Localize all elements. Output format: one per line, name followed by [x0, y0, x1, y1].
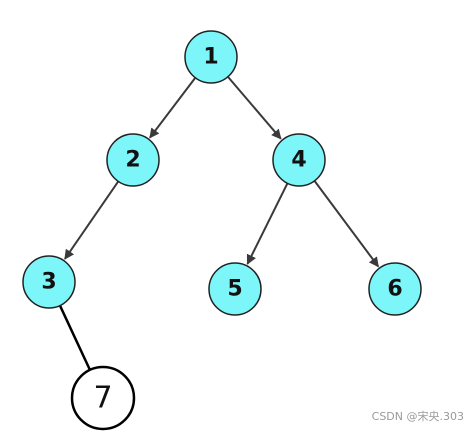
- tree-node-n4: 4: [272, 133, 326, 187]
- node-label: 7: [93, 381, 112, 416]
- edge-n1-n4: [227, 76, 282, 140]
- edge-n2-n3: [64, 180, 120, 260]
- tree-node-n5: 5: [208, 262, 262, 316]
- tree-node-n1: 1: [184, 30, 238, 84]
- node-label: 2: [125, 148, 140, 173]
- node-circle: [208, 262, 262, 316]
- node-circle: [184, 30, 238, 84]
- tree-node-n2: 2: [106, 133, 160, 187]
- node-circle: [272, 133, 326, 187]
- nodes-layer: 1 2 4 3 5 6 7: [22, 30, 422, 431]
- node-label: 3: [41, 270, 56, 295]
- node-label: 5: [227, 277, 242, 302]
- edge-n4-n6: [313, 180, 380, 268]
- node-circle: [368, 262, 422, 316]
- edge-n1-n2: [149, 77, 197, 139]
- tree-node-n3: 3: [22, 255, 76, 309]
- node-label: 4: [291, 148, 306, 173]
- node-circle: [106, 133, 160, 187]
- node-label: 1: [203, 45, 218, 70]
- tree-node-n6: 6: [368, 262, 422, 316]
- node-circle: [22, 255, 76, 309]
- node-circle: [70, 365, 136, 431]
- node-label: 6: [387, 277, 402, 302]
- watermark: CSDN @宋央.303: [371, 410, 464, 423]
- tree-node-n7: 7: [70, 365, 136, 431]
- edges-layer: [58, 76, 380, 371]
- edge-n3-n7: [58, 305, 92, 371]
- edge-n4-n5: [246, 182, 289, 265]
